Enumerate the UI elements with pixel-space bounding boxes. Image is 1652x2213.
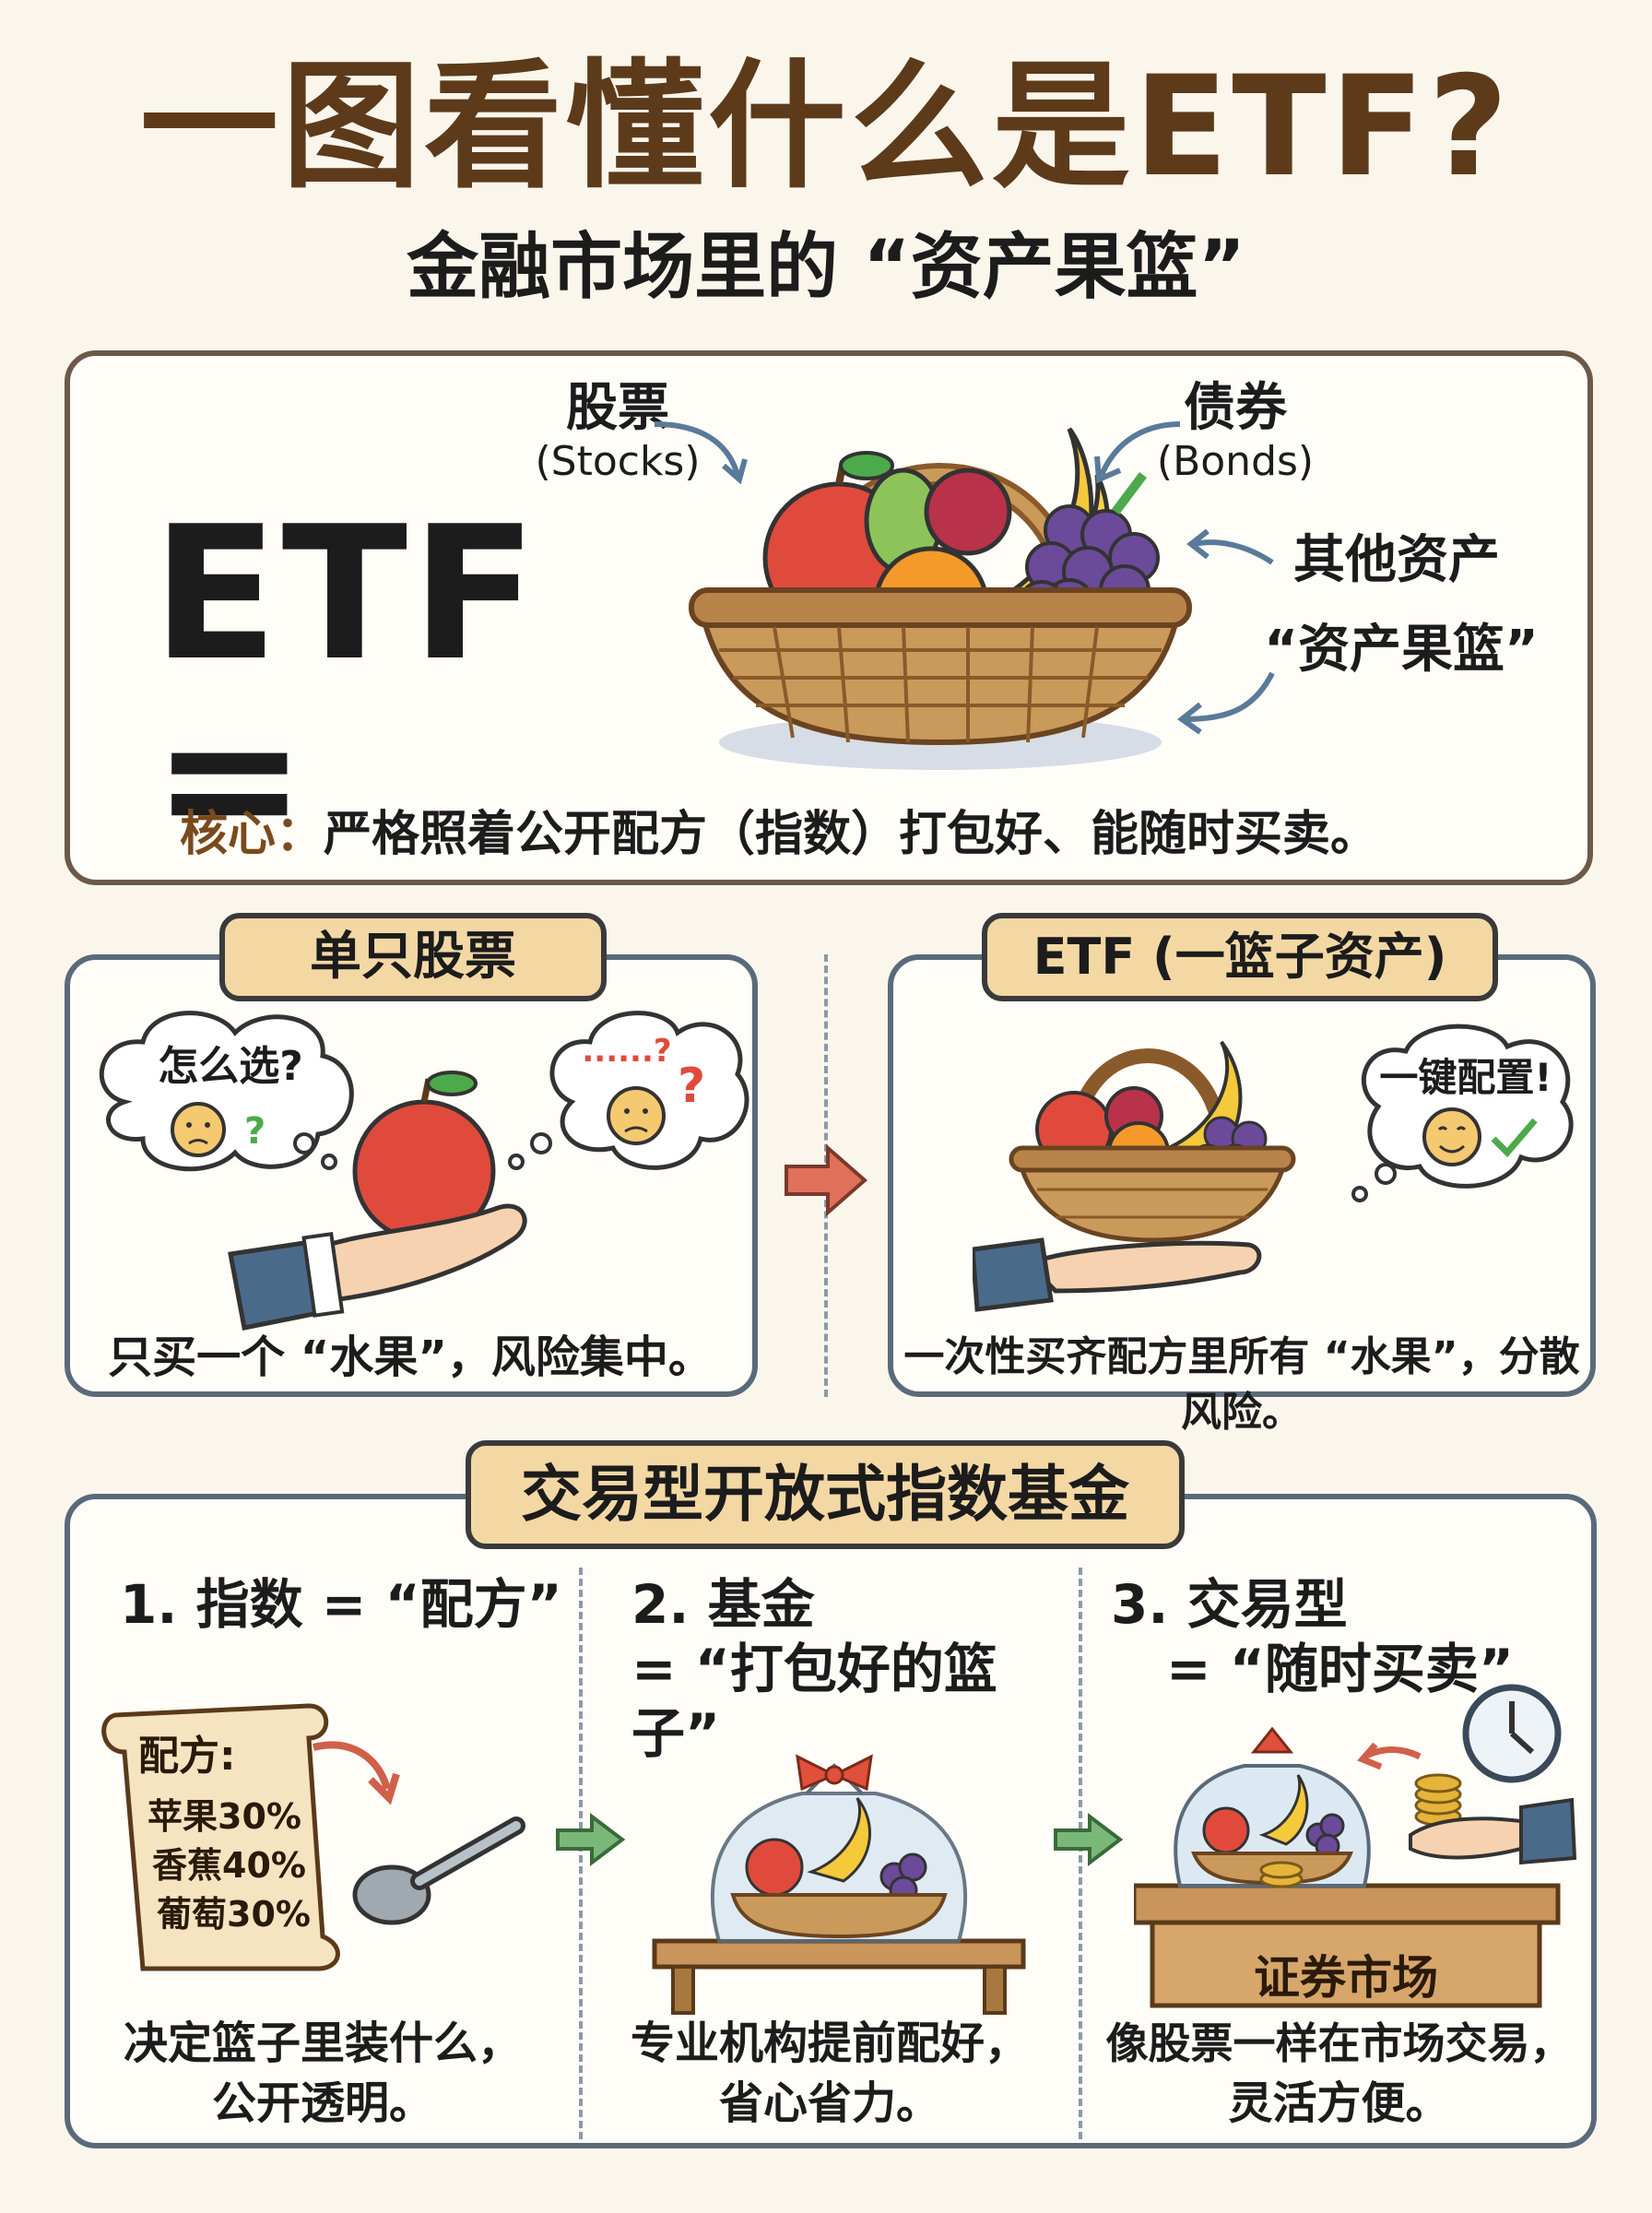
thought-text-how-to-choose: 怎么选? — [158, 1043, 303, 1090]
svg-text:?: ? — [678, 1059, 705, 1114]
thought-text-ellipsis: ......? — [582, 1033, 672, 1070]
market-counter-illustration — [1134, 1684, 1576, 2008]
core-text: 严格照着公开配方（指数）打包好、能随时买卖。 — [324, 807, 1379, 862]
etf-equation: ETF = — [152, 487, 541, 886]
page-title: 一图看懂什么是ETF? — [139, 47, 1513, 207]
step3-desc-line1: 像股票一样在市场交易， — [1105, 2018, 1573, 2068]
step2-title-line1: 2. 基金 — [631, 1573, 815, 1636]
curved-arrow-icon — [313, 1741, 400, 1805]
arrow-right-icon-2 — [1054, 1812, 1124, 1867]
recipe-scroll — [88, 1697, 355, 1973]
step2-desc-line1: 专业机构提前配好， — [630, 2018, 1029, 2069]
hand-holding-apple — [228, 1071, 527, 1331]
thought-dots-etf — [1351, 1163, 1397, 1202]
step3-title-line2: = “随时买卖” — [1166, 1638, 1515, 1700]
recipe-item-grape: 葡萄30% — [157, 1894, 311, 1935]
core-statement: 核心：严格照着公开配方（指数）打包好、能随时买卖。 — [180, 802, 1563, 867]
scroll-icon — [101, 1703, 340, 1971]
step3-title-line1: 3. 交易型 — [1111, 1573, 1348, 1636]
svg-text:?: ? — [244, 1110, 266, 1153]
thought-bubble-right: ? — [549, 1011, 749, 1170]
recipe-item-apple: 苹果30% — [148, 1796, 301, 1837]
single-stock-caption: 只买一个 “水果”，风险集中。 — [108, 1331, 713, 1383]
market-counter-label: 证券市场 — [1254, 1951, 1438, 2005]
thought-bubble-etf — [1361, 1024, 1574, 1189]
hand-holding-basket — [973, 1040, 1296, 1312]
label-bonds: 债券 — [1184, 378, 1287, 438]
page-subtitle: 金融市场里的 “资产果篮” — [407, 226, 1245, 309]
wrapped-basket-on-table — [652, 1754, 1026, 2015]
basket-svg — [689, 427, 1192, 770]
step2-title-line2: = “打包好的篮子” — [631, 1638, 997, 1765]
thought-text-one-click: 一键配置! — [1379, 1055, 1552, 1100]
arrow-icon-stocks — [654, 421, 748, 485]
etf-caption: 一次性买齐配方里所有 “水果”，分散风险。 — [903, 1333, 1580, 1436]
step2-desc-line2: 省心省力。 — [718, 2077, 940, 2129]
etf-basket-tab: ETF (一篮子资产) — [982, 913, 1498, 1001]
single-stock-tab: 单只股票 — [219, 913, 607, 1001]
label-other-assets: 其他资产 — [1293, 530, 1500, 590]
core-key: 核心： — [180, 807, 324, 862]
step-divider-2 — [1079, 1568, 1082, 2139]
step1-desc-line2: 公开透明。 — [211, 2077, 433, 2129]
measuring-spoon-icon — [352, 1817, 525, 1925]
arrow-right-icon-1 — [556, 1812, 626, 1867]
recipe-item-banana: 香蕉40% — [152, 1845, 306, 1886]
step1-desc-line1: 决定篮子里装什么， — [123, 2018, 522, 2069]
recipe-title: 配方: — [138, 1733, 236, 1780]
label-stocks: 股票 — [566, 378, 669, 438]
arrow-right-icon — [785, 1143, 868, 1217]
etf-definition-tab: 交易型开放式指数基金 — [466, 1440, 1185, 1549]
arrow-icon-others — [1186, 528, 1274, 565]
arrow-icon-bonds — [1094, 421, 1181, 484]
thought-dots-right — [508, 1132, 552, 1170]
step-divider-1 — [579, 1568, 583, 2139]
step1-title: 1. 指数 = “配方” — [120, 1573, 562, 1636]
fruit-basket-illustration — [664, 373, 1217, 779]
label-asset-basket: “资产果篮” — [1264, 620, 1539, 680]
thought-dots-left — [293, 1132, 337, 1170]
label-bonds-en: (Bonds) — [1156, 438, 1315, 485]
step3-desc-line2: 灵活方便。 — [1228, 2077, 1450, 2129]
label-stocks-en: (Stocks) — [535, 438, 701, 485]
thought-bubble-left: ? — [99, 1011, 354, 1172]
arrow-icon-basket — [1176, 671, 1275, 735]
